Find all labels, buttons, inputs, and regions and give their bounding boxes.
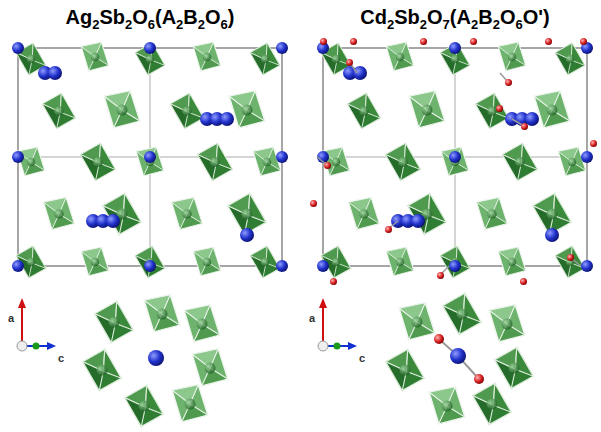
axis-label: c [359, 352, 365, 364]
unit-cell [317, 42, 593, 278]
axis-label: a [309, 312, 315, 324]
ring-motif [83, 295, 228, 427]
ring-motif [386, 293, 534, 424]
panel-title: Ag2Sb2O6(A2B2O6) [66, 6, 235, 32]
axis-label: a [8, 312, 14, 324]
axis-label: c [58, 352, 64, 364]
oxygen-atoms [310, 38, 597, 285]
axis-indicator [318, 298, 357, 351]
unit-cell [12, 42, 288, 278]
oxygen-atoms [317, 63, 581, 275]
axis-indicator [17, 298, 56, 351]
panel-title: Cd2Sb2O7(A2B2O6O') [360, 6, 549, 32]
